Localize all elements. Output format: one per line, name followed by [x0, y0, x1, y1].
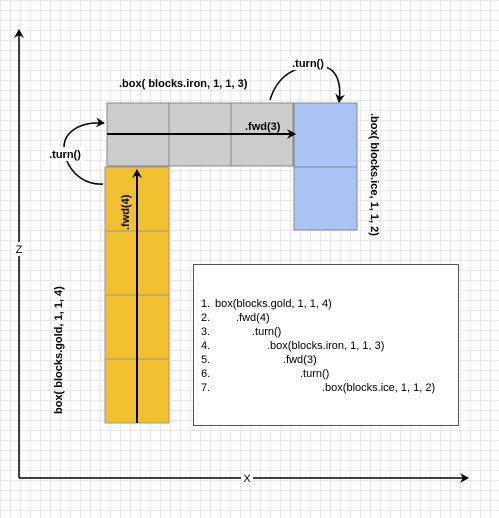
turn-left-label: .turn() — [49, 149, 81, 161]
z-axis-label: Z — [16, 244, 23, 256]
ice-block — [293, 166, 358, 231]
ice-blocks — [293, 102, 358, 231]
code-line-4: 4..box(blocks.iron, 1, 1, 3) — [201, 340, 385, 352]
x-axis-label: X — [243, 473, 251, 485]
turn-top-label: .turn() — [292, 58, 324, 70]
iron-box-label: .box( blocks.iron, 1, 1, 3) — [119, 78, 248, 90]
code-line-2: 2..fwd(4) — [201, 312, 270, 324]
code-line-1: 1.box(blocks.gold, 1, 1, 4) — [201, 298, 332, 310]
code-line-3: 3..turn() — [201, 326, 282, 338]
code-listing: 1.box(blocks.gold, 1, 1, 4) 2..fwd(4) 3.… — [201, 297, 435, 395]
code-listing-box: 1.box(blocks.gold, 1, 1, 4) 2..fwd(4) 3.… — [193, 264, 459, 426]
turn-left-arrow — [63, 117, 105, 185]
ice-block — [293, 102, 358, 168]
gold-box-label: box( blocks.gold, 1, 1, 4) — [53, 286, 65, 414]
code-line-5: 5..fwd(3) — [201, 354, 317, 366]
code-line-6: 6..turn() — [201, 368, 330, 380]
fwd4-label: .fwd(4) — [120, 194, 132, 230]
code-line-7: 7..box(blocks.ice, 1, 1, 2) — [201, 382, 436, 394]
ice-box-label: .box( blocks.ice, 1, 1, 2) — [368, 113, 380, 236]
turn-top-arrow — [269, 65, 346, 103]
fwd3-label: .fwd(3) — [245, 121, 281, 133]
